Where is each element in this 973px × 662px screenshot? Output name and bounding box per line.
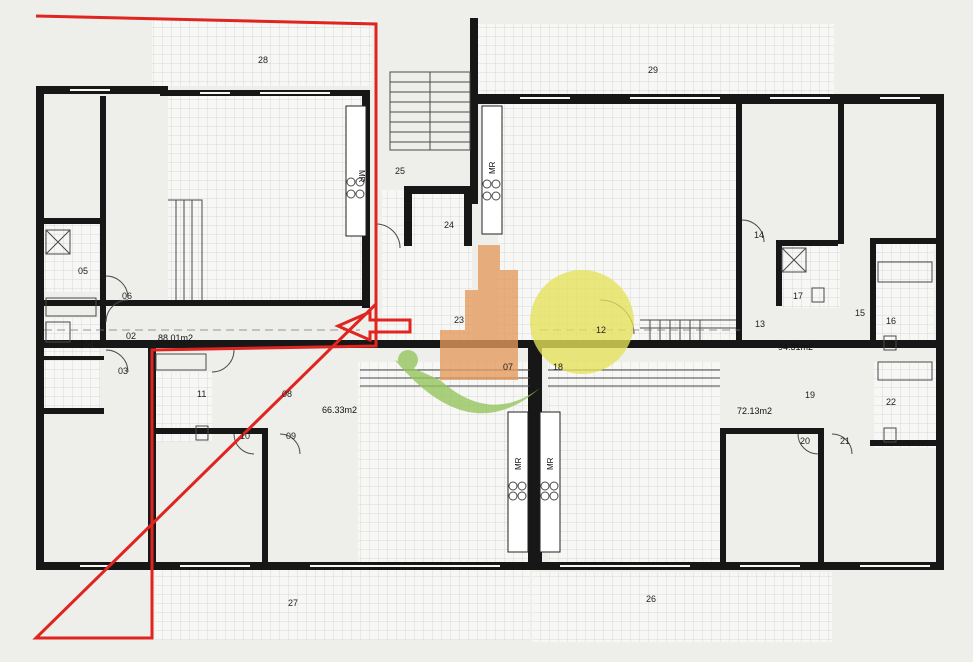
red-highlight-outline — [32, 14, 378, 640]
room-label-23: 23 — [454, 315, 464, 325]
terrace-29 — [478, 24, 834, 96]
kitchen-tag-south: MR — [514, 457, 523, 470]
room-label-17: 17 — [793, 291, 803, 301]
room-label-02: 02 — [126, 331, 136, 341]
watermark-green-swoosh — [395, 360, 540, 414]
watermark-logo — [395, 245, 634, 414]
apartment-areas: 88.01m2 66.33m2 94.31m2 72.13m2 — [158, 333, 813, 416]
room-label-16: 16 — [886, 316, 896, 326]
room-label-09: 09 — [286, 431, 296, 441]
bath-floor-17 — [780, 244, 840, 308]
room-labels: 28 29 25 24 05 06 04 02 03 23 12 07 18 1… — [78, 55, 896, 608]
living-floor-southeast — [548, 362, 720, 568]
room-label-26: 26 — [646, 594, 656, 604]
room-label-08: 08 — [282, 389, 292, 399]
room-label-07: 07 — [503, 362, 513, 372]
room-label-28: 28 — [258, 55, 268, 65]
room-label-29: 29 — [648, 65, 658, 75]
terrace-28 — [152, 20, 372, 86]
room-label-27: 27 — [288, 598, 298, 608]
room-label-14: 14 — [754, 230, 764, 240]
corridor-floor-23 — [382, 190, 472, 340]
kitchen-tags: MR MR MR MR — [357, 161, 555, 470]
windows — [70, 89, 930, 567]
room-label-13: 13 — [755, 319, 765, 329]
bath-floor-16 — [876, 238, 934, 340]
terrace-26 — [532, 572, 832, 642]
room-label-11: 11 — [197, 389, 206, 399]
room-label-10: 10 — [240, 431, 250, 441]
kitchen-units — [345, 105, 561, 553]
room-label-24: 24 — [444, 220, 454, 230]
watermark-orange-building — [440, 245, 518, 380]
room-label-04: 04 — [84, 340, 94, 350]
room-label-05: 05 — [78, 266, 88, 276]
room-label-20: 20 — [800, 436, 810, 446]
room-label-15: 15 — [855, 308, 865, 318]
area-72: 72.13m2 — [737, 406, 772, 416]
room-label-18: 18 — [553, 362, 563, 372]
bath-floor-22 — [874, 362, 936, 448]
red-arrow — [334, 309, 412, 343]
bath-fixtures — [45, 229, 933, 443]
bath-floor-05 — [44, 224, 102, 292]
kitchen-tag-west: MR — [357, 170, 366, 183]
kitchen-tag-north: MR — [488, 161, 497, 174]
area-94: 94.31m2 — [778, 342, 813, 352]
room-label-12: 12 — [596, 325, 606, 335]
terrace-27 — [155, 570, 530, 640]
room-label-25: 25 — [395, 166, 405, 176]
kitchen-tag-southeast: MR — [546, 457, 555, 470]
area-88: 88.01m2 — [158, 333, 193, 343]
watermark-green-dot — [398, 350, 418, 370]
room-label-21: 21 — [840, 436, 850, 446]
hall-floor-02 — [44, 318, 100, 410]
room-label-06: 06 — [122, 291, 132, 301]
room-label-19: 19 — [805, 390, 815, 400]
living-floor-west — [168, 96, 363, 301]
watermark-yellow-circle — [530, 270, 634, 374]
area-66: 66.33m2 — [322, 405, 357, 415]
room-label-03: 03 — [118, 366, 128, 376]
room-label-22: 22 — [886, 397, 896, 407]
